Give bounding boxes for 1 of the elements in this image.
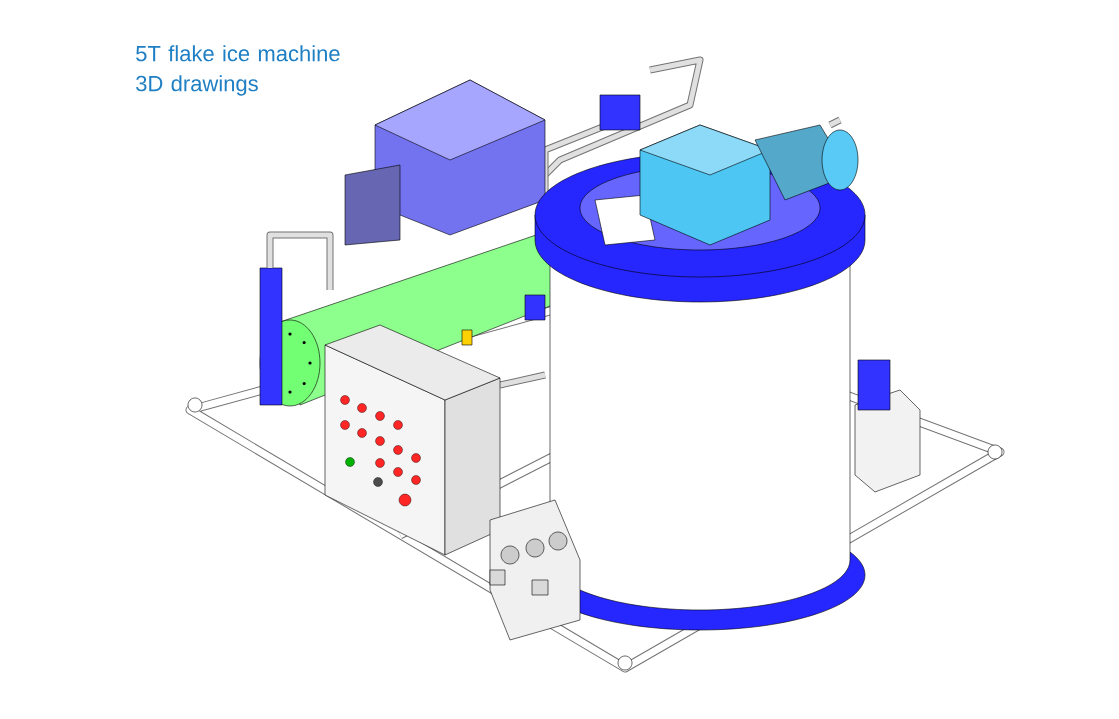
title: 5T flake ice machine 3D drawings	[136, 45, 340, 96]
